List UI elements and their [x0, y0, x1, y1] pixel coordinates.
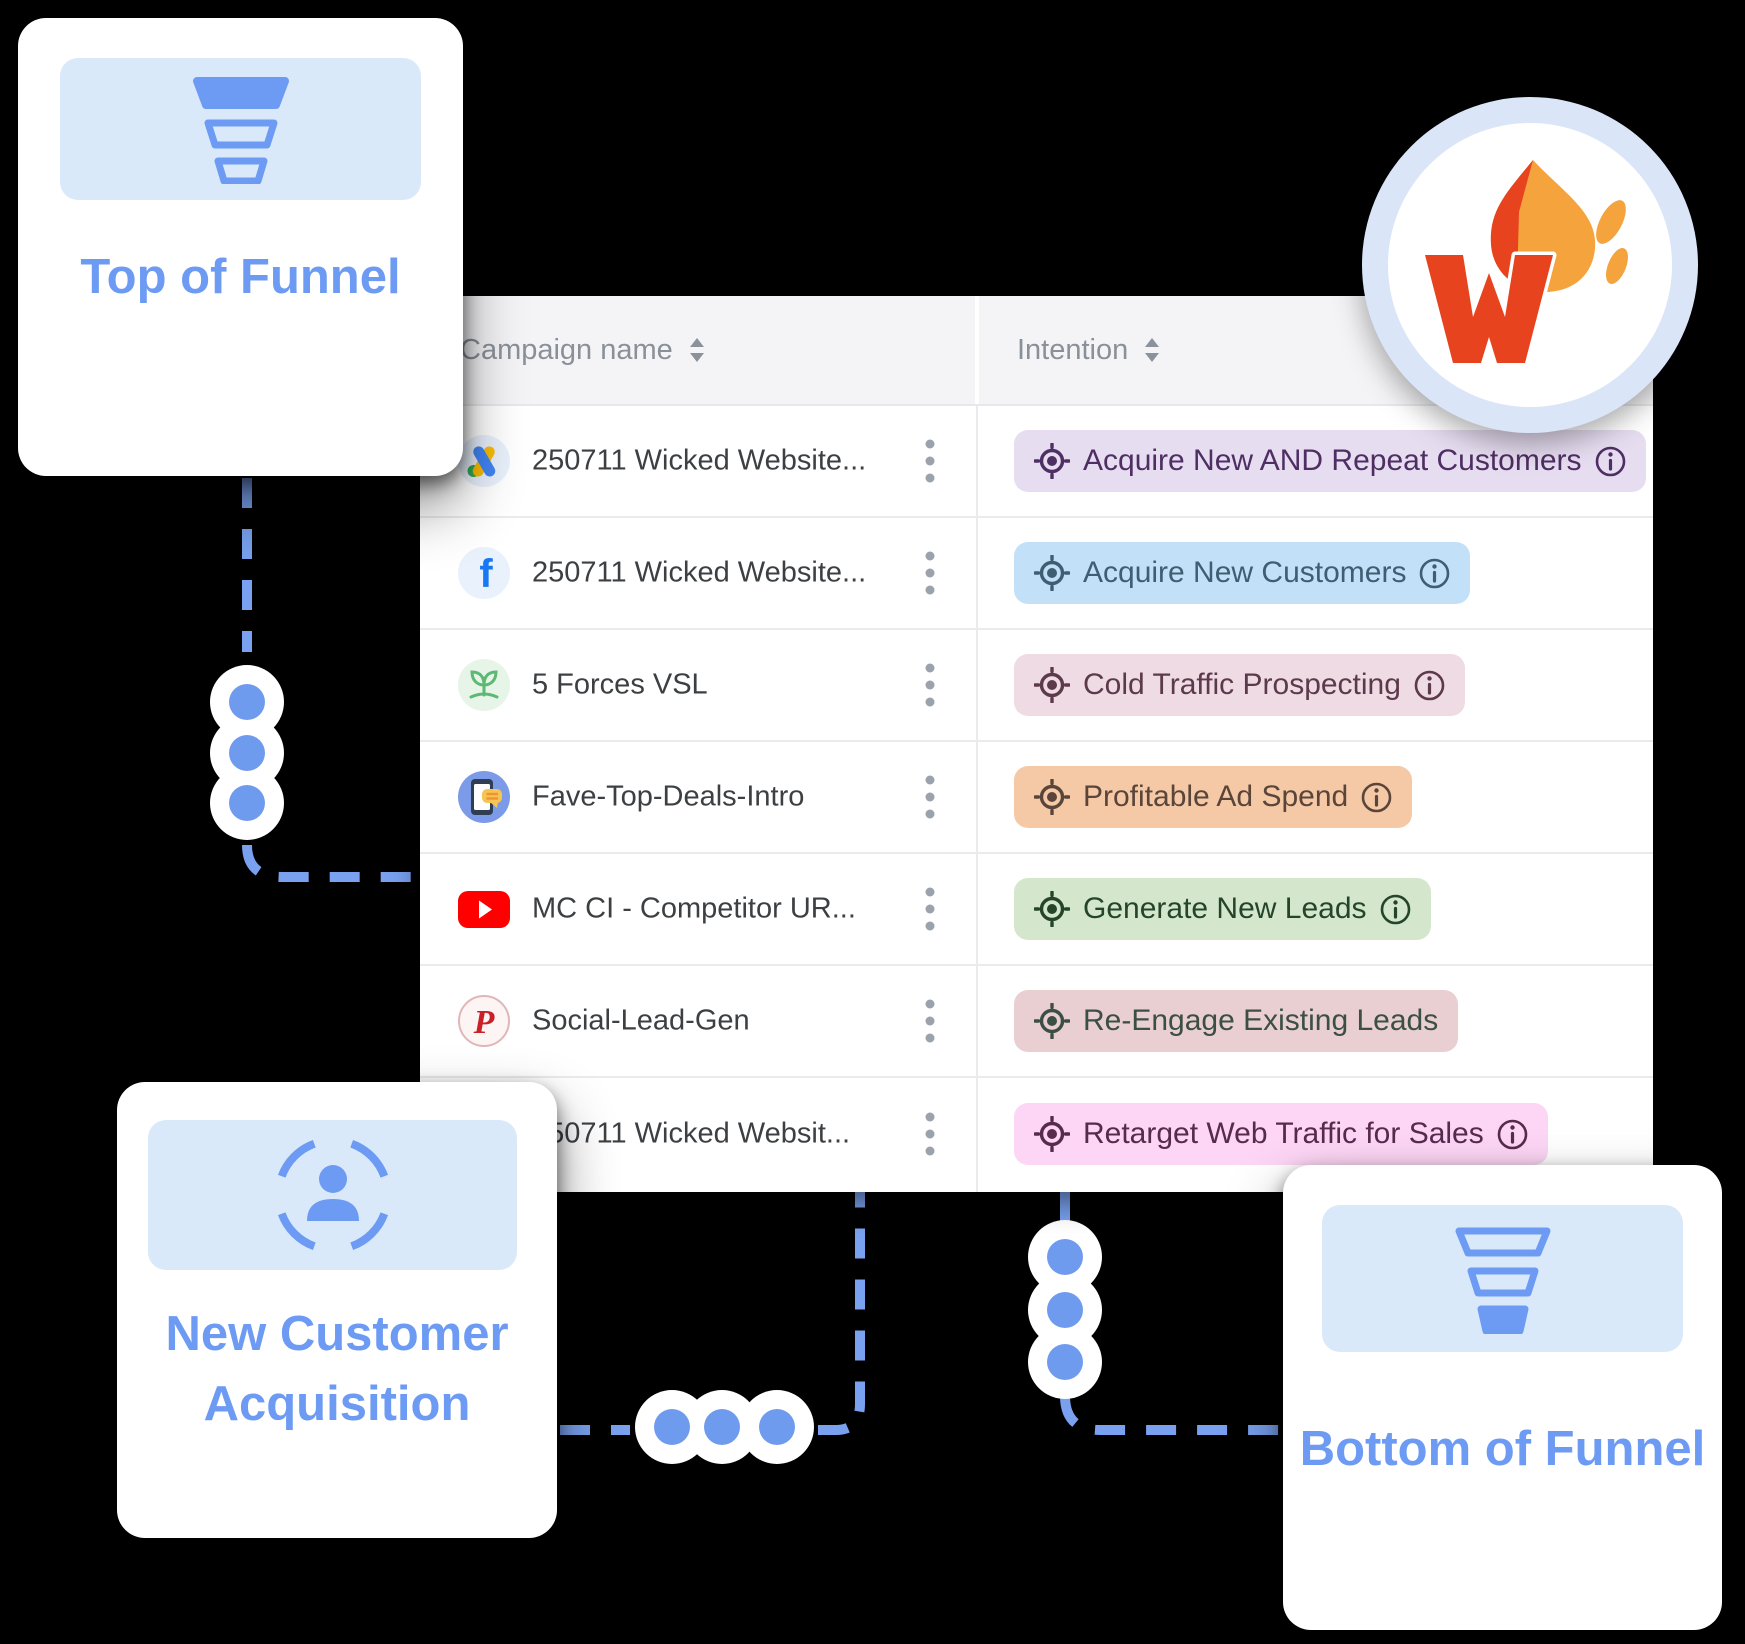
- new-customer-acquisition-card: New Customer Acquisition: [117, 1082, 557, 1538]
- youtube-icon: [458, 891, 510, 928]
- intention-label: Acquire New AND Repeat Customers: [1083, 444, 1582, 477]
- sort-icon[interactable]: [687, 336, 707, 364]
- intention-label: Retarget Web Traffic for Sales: [1083, 1117, 1484, 1150]
- target-icon: [1034, 667, 1070, 703]
- intention-header-label: Intention: [1017, 333, 1129, 366]
- dots-capsule-right: [1028, 1220, 1102, 1399]
- campaign-name-header-label: Campaign name: [460, 333, 673, 366]
- table-row[interactable]: P Social-Lead-Gen Re-Engage Existing Lea…: [420, 966, 1653, 1078]
- campaign-name: 250711 Wicked Website...: [532, 444, 867, 477]
- info-icon[interactable]: [1361, 782, 1392, 813]
- table-row[interactable]: 250711 Wicked Websit... Retarget Web Tra…: [420, 1078, 1653, 1190]
- bottom-of-funnel-card: Bottom of Funnel: [1283, 1165, 1722, 1630]
- table-row[interactable]: 250711 Wicked Website... Acquire New AND…: [420, 406, 1653, 518]
- campaign-name: 5 Forces VSL: [532, 668, 708, 701]
- intention-label: Cold Traffic Prospecting: [1083, 668, 1401, 701]
- google-ads-icon: [458, 435, 510, 487]
- intention-label: Generate New Leads: [1083, 892, 1367, 925]
- table-row[interactable]: Fave-Top-Deals-Intro Profitable Ad Spend: [420, 742, 1653, 854]
- info-icon[interactable]: [1414, 670, 1445, 701]
- campaign-table: Campaign name Intention: [420, 296, 1653, 1192]
- row-menu-icon[interactable]: [925, 887, 935, 931]
- dots-capsule-left: [210, 665, 284, 840]
- bottom-of-funnel-icon-box: [1322, 1205, 1683, 1352]
- target-icon: [1034, 891, 1070, 927]
- campaign-name: Social-Lead-Gen: [532, 1004, 750, 1037]
- column-header-campaign-name[interactable]: Campaign name: [460, 296, 707, 404]
- new-customer-acquisition-icon-box: [148, 1120, 517, 1270]
- row-menu-icon[interactable]: [925, 663, 935, 707]
- info-icon[interactable]: [1419, 558, 1450, 589]
- intention-label: Re-Engage Existing Leads: [1083, 1004, 1439, 1037]
- intention-pill[interactable]: Retarget Web Traffic for Sales: [1014, 1103, 1548, 1165]
- mobile-message-icon: [458, 771, 510, 823]
- campaign-name: 250711 Wicked Website...: [532, 556, 867, 589]
- info-icon[interactable]: [1380, 894, 1411, 925]
- row-menu-icon[interactable]: [925, 775, 935, 819]
- wicked-logo-inner-circle: [1388, 123, 1672, 407]
- intention-pill[interactable]: Generate New Leads: [1014, 878, 1431, 940]
- table-row[interactable]: 5 Forces VSL Cold Traffic Prospecting: [420, 630, 1653, 742]
- top-of-funnel-icon-box: [60, 58, 421, 200]
- target-icon: [1034, 443, 1070, 479]
- row-menu-icon[interactable]: [925, 999, 935, 1043]
- row-menu-icon[interactable]: [925, 439, 935, 483]
- top-of-funnel-label: Top of Funnel: [80, 250, 401, 304]
- table-row[interactable]: f 250711 Wicked Website... Acquire New C…: [420, 518, 1653, 630]
- table-row[interactable]: MC CI - Competitor UR... Generate New Le…: [420, 854, 1653, 966]
- bottom-of-funnel-label: Bottom of Funnel: [1299, 1422, 1706, 1476]
- funnel-bottom-icon: [1455, 1227, 1550, 1334]
- svg-text:f: f: [479, 552, 493, 596]
- intention-label: Acquire New Customers: [1083, 556, 1407, 589]
- intention-pill[interactable]: Profitable Ad Spend: [1014, 766, 1413, 828]
- target-icon: [1034, 1003, 1070, 1039]
- intention-pill[interactable]: Acquire New Customers: [1014, 542, 1471, 604]
- campaign-name: 250711 Wicked Websit...: [532, 1117, 851, 1150]
- column-header-intention[interactable]: Intention: [1017, 296, 1162, 404]
- top-of-funnel-card: Top of Funnel: [18, 18, 463, 476]
- person-focus-icon: [277, 1139, 388, 1251]
- sort-icon[interactable]: [1142, 336, 1162, 364]
- info-icon[interactable]: [1595, 446, 1626, 477]
- wicked-logo-badge: [1362, 97, 1698, 433]
- intention-pill[interactable]: Acquire New AND Repeat Customers: [1014, 430, 1646, 492]
- wicked-logo: [1421, 160, 1628, 367]
- row-menu-icon[interactable]: [925, 1112, 935, 1156]
- organic-leaf-icon: [458, 659, 510, 711]
- svg-text:P: P: [473, 1004, 495, 1041]
- facebook-icon: f: [458, 547, 510, 599]
- target-icon: [1034, 779, 1070, 815]
- target-icon: [1034, 1116, 1070, 1152]
- dots-capsule-bottom: [635, 1390, 814, 1464]
- campaign-name: MC CI - Competitor UR...: [532, 892, 856, 925]
- row-menu-icon[interactable]: [925, 551, 935, 595]
- info-icon[interactable]: [1497, 1119, 1528, 1150]
- intention-pill[interactable]: Cold Traffic Prospecting: [1014, 654, 1465, 716]
- new-customer-acquisition-label: New Customer Acquisition: [165, 1307, 509, 1431]
- target-icon: [1034, 555, 1070, 591]
- pinterest-icon: P: [458, 995, 510, 1047]
- funnel-top-icon: [192, 77, 289, 184]
- intention-label: Profitable Ad Spend: [1083, 780, 1349, 813]
- campaign-name: Fave-Top-Deals-Intro: [532, 780, 805, 813]
- intention-pill[interactable]: Re-Engage Existing Leads: [1014, 990, 1459, 1052]
